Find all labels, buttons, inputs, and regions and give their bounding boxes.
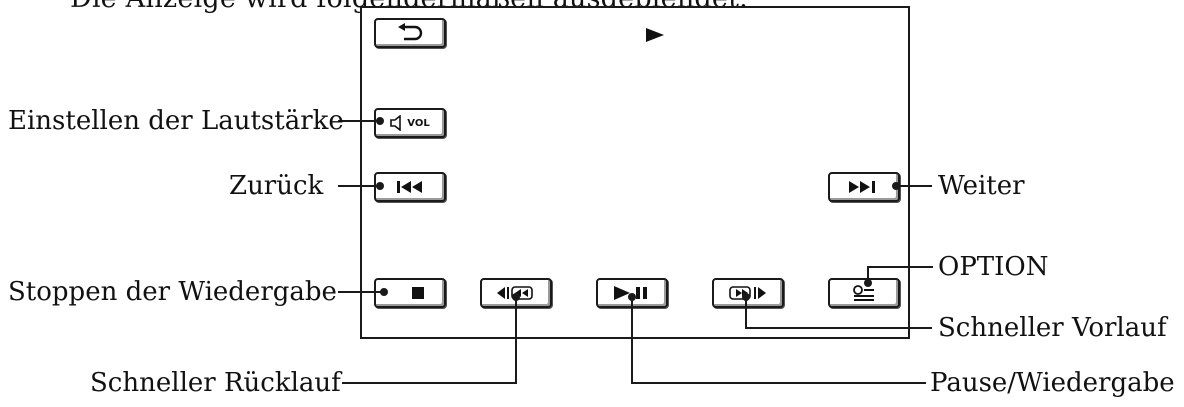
volume-label: Einstellen der Lautstärke <box>8 106 344 136</box>
previous-leader-dot <box>376 182 384 190</box>
fast-rewind-leader-horizontal <box>342 382 517 384</box>
skip-previous-icon <box>397 181 422 193</box>
volume-leader-dot <box>376 117 384 125</box>
next-leader-line <box>896 185 932 187</box>
play-triangle-icon <box>646 28 664 42</box>
fast-rewind-leader-vertical <box>515 297 517 384</box>
previous-label: Zurück <box>229 171 324 201</box>
option-label: OPTION <box>938 252 1049 282</box>
volume-button-text: VOL <box>407 117 430 129</box>
previous-button[interactable] <box>374 172 446 202</box>
pause-play-label: Pause/Wiedergabe <box>930 368 1175 398</box>
next-button[interactable] <box>828 172 900 202</box>
option-leader-vertical <box>867 266 869 283</box>
fast-forward-label: Schneller Vorlauf <box>938 313 1167 343</box>
previous-leader-line <box>338 185 378 187</box>
return-arrow-icon <box>398 23 423 41</box>
stop-label: Stoppen der Wiedergabe <box>8 277 337 307</box>
volume-leader-line <box>338 120 378 122</box>
fast-rewind-label: Schneller Rücklauf <box>90 368 341 398</box>
next-label: Weiter <box>938 171 1025 201</box>
pause-play-leader-horizontal <box>631 382 926 384</box>
stop-leader-line <box>338 291 382 293</box>
option-leader-horizontal <box>867 266 933 268</box>
speaker-icon <box>390 115 402 131</box>
stop-leader-dot <box>380 288 388 296</box>
fast-forward-leader-horizontal <box>745 327 932 329</box>
fast-forward-leader-vertical <box>745 297 747 328</box>
next-leader-dot <box>892 182 900 190</box>
volume-button[interactable]: VOL <box>374 108 446 138</box>
back-button[interactable] <box>374 18 446 48</box>
play-pause-icon <box>614 286 647 300</box>
option-leader-dot <box>864 279 872 287</box>
lcd-screen: VOL <box>360 6 910 339</box>
option-menu-icon <box>853 285 874 301</box>
stop-square-icon <box>412 287 424 299</box>
skip-next-icon <box>849 181 875 193</box>
pause-play-leader-vertical <box>631 297 633 384</box>
